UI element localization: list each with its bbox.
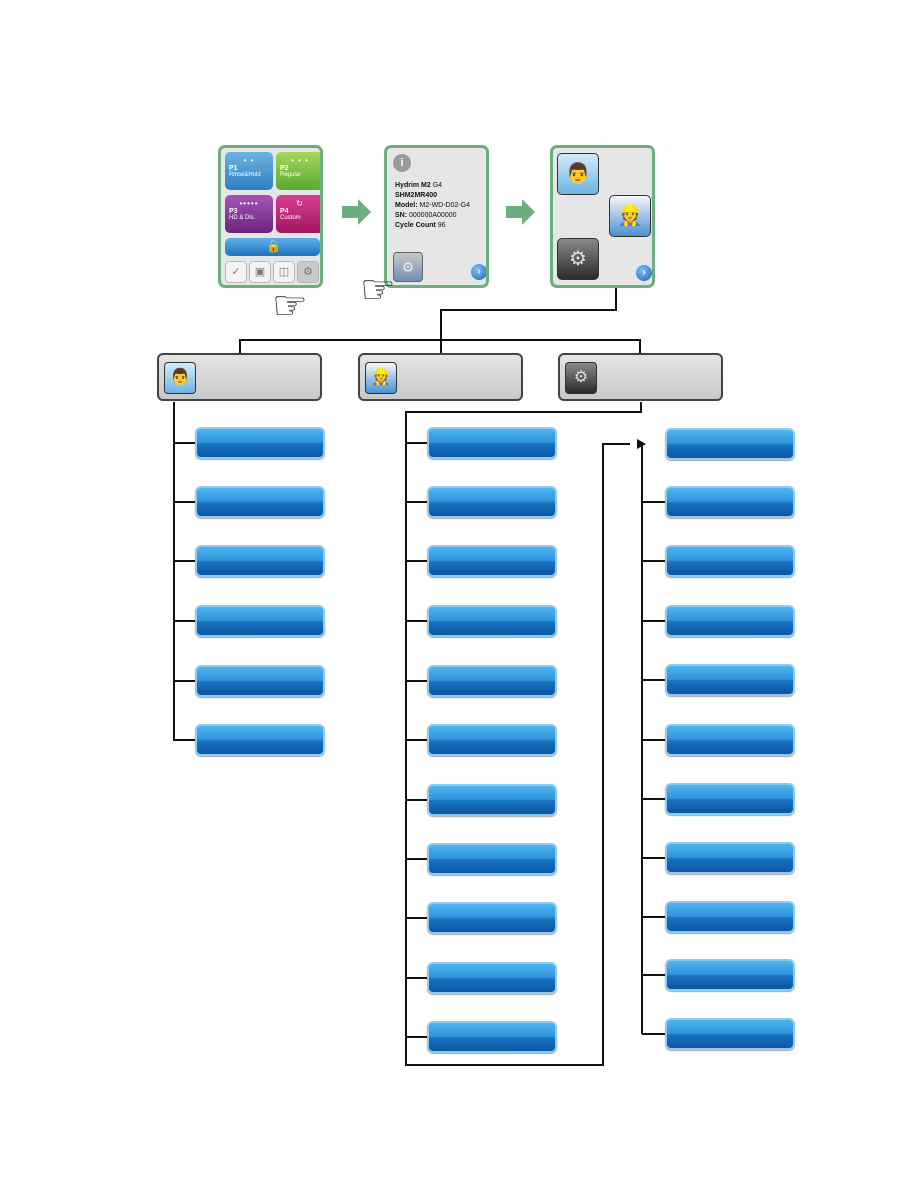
engineer-menu-button[interactable] bbox=[427, 605, 557, 637]
info-key: Model: bbox=[395, 202, 418, 209]
system-menu-button[interactable] bbox=[665, 605, 795, 637]
info-screen: i Hydrim M2 G4 SHM2MR400 Model: M2-WD-D0… bbox=[384, 145, 489, 288]
technician-menu-button[interactable] bbox=[195, 724, 325, 756]
info-value: G4 bbox=[430, 182, 443, 189]
technician-icon: 👨 bbox=[164, 362, 196, 394]
doors-icon[interactable]: ◫ bbox=[273, 261, 295, 283]
tile-label: Custom bbox=[280, 215, 301, 221]
system-menu-button[interactable] bbox=[665, 842, 795, 874]
flow-arrow-1 bbox=[342, 199, 371, 225]
info-value: 96 bbox=[435, 222, 446, 229]
refresh-icon: ↻ bbox=[296, 199, 304, 208]
tile-number: P1 bbox=[229, 165, 238, 172]
program-p3-tile[interactable]: ••••• P3 HD & Dis. bbox=[225, 195, 273, 233]
engineer-menu-button[interactable] bbox=[427, 962, 557, 994]
technician-menu-button[interactable] bbox=[195, 545, 325, 577]
lock-icon: 🔒 bbox=[266, 239, 281, 253]
info-value: 000000A00000 bbox=[407, 212, 457, 219]
info-key: Cycle Count bbox=[395, 222, 436, 229]
system-menu-button[interactable] bbox=[665, 428, 795, 460]
machine-info: Hydrim M2 G4 SHM2MR400 Model: M2-WD-D02-… bbox=[395, 181, 470, 231]
flow-arrow-2 bbox=[506, 199, 535, 225]
engineer-menu-button[interactable] bbox=[427, 784, 557, 816]
engineer-menu-button[interactable] bbox=[427, 902, 557, 934]
water-tank-icon[interactable]: ▣ bbox=[249, 261, 271, 283]
engineer-menu-button[interactable] bbox=[427, 665, 557, 697]
info-value: M2-WD-D02-G4 bbox=[417, 202, 471, 209]
program-p4-tile[interactable]: ↻ P4 Custom bbox=[276, 195, 320, 233]
pointing-hand-icon: ☞ bbox=[272, 284, 308, 328]
technician-menu-button[interactable] bbox=[195, 427, 325, 459]
engineer-icon: 👷 bbox=[365, 362, 397, 394]
engineer-menu-button[interactable] bbox=[427, 427, 557, 459]
system-menu-button[interactable] bbox=[665, 724, 795, 756]
system-settings-icon[interactable]: ⚙ bbox=[557, 238, 599, 280]
tile-label: HD & Dis. bbox=[229, 215, 256, 221]
technician-menu-button[interactable] bbox=[195, 486, 325, 518]
tile-label: Rinse&Hold bbox=[229, 172, 261, 178]
system-menu-button[interactable] bbox=[665, 959, 795, 991]
technician-menu-button[interactable] bbox=[195, 605, 325, 637]
system-menu-button[interactable] bbox=[665, 901, 795, 933]
engineer-menu-button[interactable] bbox=[427, 545, 557, 577]
system-menu-header[interactable]: ⚙ bbox=[558, 353, 723, 401]
pointing-hand-icon: ☞ bbox=[360, 268, 396, 312]
system-menu-button[interactable] bbox=[665, 486, 795, 518]
technician-menu-button[interactable] bbox=[195, 665, 325, 697]
engineer-menu-button[interactable] bbox=[427, 724, 557, 756]
system-menu-button[interactable] bbox=[665, 664, 795, 696]
system-menu-button[interactable] bbox=[665, 783, 795, 815]
service-access-icon[interactable]: ⚙ bbox=[393, 252, 423, 282]
tile-number: P3 bbox=[229, 208, 238, 215]
tile-number: P2 bbox=[280, 165, 289, 172]
drops-icon: • • bbox=[243, 156, 255, 165]
info-key: SN: bbox=[395, 212, 408, 219]
system-menu-button[interactable] bbox=[665, 545, 795, 577]
tile-label: Regular bbox=[280, 172, 302, 178]
info-key: SHM2MR400 bbox=[395, 192, 438, 199]
settings-gear-icon[interactable]: ⚙ bbox=[297, 261, 319, 283]
programs-screen: • • P1 Rinse&Hold • • • P2 Regular •••••… bbox=[218, 145, 323, 288]
drops-icon: • • • bbox=[291, 156, 309, 165]
system-menu-button[interactable] bbox=[665, 1018, 795, 1050]
info-gear-icon: i bbox=[393, 154, 411, 172]
engineer-menu-button[interactable] bbox=[427, 486, 557, 518]
program-p1-tile[interactable]: • • P1 Rinse&Hold bbox=[225, 152, 273, 190]
engineer-icon[interactable]: 👷 bbox=[609, 195, 651, 237]
tile-number: P4 bbox=[280, 208, 289, 215]
roles-screen: 👨 👷 ⚙ › bbox=[550, 145, 655, 288]
engineer-menu-button[interactable] bbox=[427, 843, 557, 875]
next-arrow-icon[interactable]: › bbox=[636, 265, 652, 281]
next-arrow-icon[interactable]: › bbox=[471, 264, 486, 280]
status-check-icon[interactable]: ✓ bbox=[225, 261, 247, 283]
lock-button[interactable]: 🔒 bbox=[225, 238, 320, 256]
system-settings-icon: ⚙ bbox=[565, 362, 597, 394]
drops-icon: ••••• bbox=[239, 199, 259, 208]
info-key: Hydrim M2 bbox=[395, 182, 431, 189]
technician-icon[interactable]: 👨 bbox=[557, 153, 599, 195]
program-p2-tile[interactable]: • • • P2 Regular bbox=[276, 152, 320, 190]
engineer-menu-header[interactable]: 👷 bbox=[358, 353, 523, 401]
technician-menu-header[interactable]: 👨 bbox=[157, 353, 322, 401]
engineer-menu-button[interactable] bbox=[427, 1021, 557, 1053]
